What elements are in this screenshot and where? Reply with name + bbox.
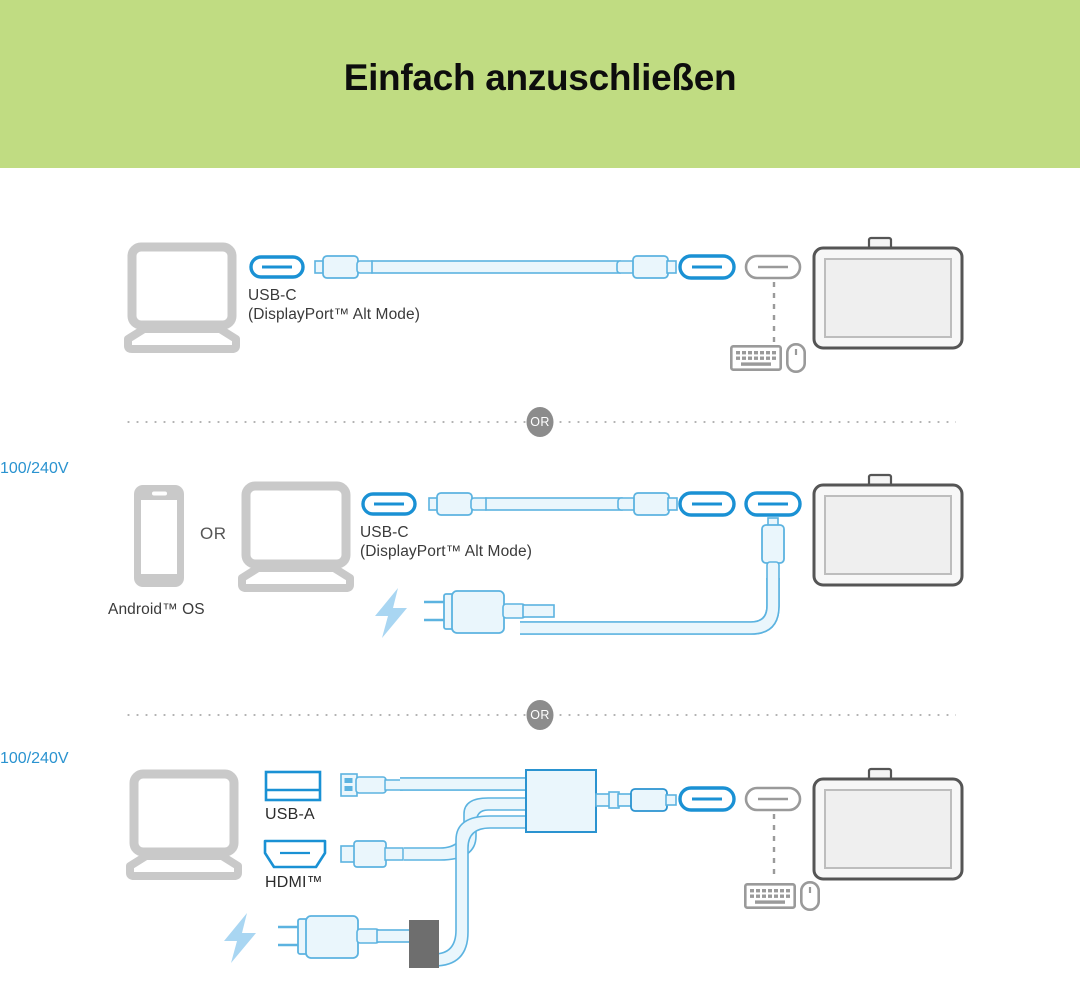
usb-a-plug-icon: [340, 773, 403, 797]
usb-c-connector-left-icon: [314, 255, 376, 279]
laptop-icon: [238, 481, 354, 592]
power-voltage-label: 100/240V: [0, 750, 69, 767]
usb-c-connector-right-icon: [616, 255, 677, 279]
row-hdmi-usb-a: USB-A HDMI™: [0, 750, 1080, 989]
usb-a-label: USB-A: [265, 806, 315, 823]
hdmi-plug-icon: [340, 840, 404, 868]
power-adapter-icon: [278, 915, 411, 959]
usb-c-port-display-active-icon: [678, 254, 736, 280]
usb-c-connector-left-icon: [428, 492, 490, 516]
usb-c-label-line2: (DisplayPort™ Alt Mode): [360, 543, 532, 560]
hdmi-port-icon: [263, 839, 327, 869]
power-junction-block: [409, 920, 439, 968]
mouse-icon: [785, 342, 806, 373]
hub-output-connector-icon: [595, 788, 677, 812]
usb-c-label-line1: USB-C: [360, 524, 409, 541]
row-usb-c-powered: Android™ OS OR USB-C (DisplayPort™ Alt M…: [0, 460, 1080, 690]
usb-c-port-display-active-icon: [678, 786, 736, 812]
peripheral-dotted-link: [772, 814, 776, 880]
source-or-label: OR: [200, 524, 227, 543]
usb-a-port-icon: [264, 770, 322, 802]
usb-c-port-display-power-icon: [744, 491, 802, 517]
lightning-bolt-icon: [375, 588, 407, 638]
usb-c-cable: [371, 260, 621, 274]
hub-cables: [400, 777, 526, 967]
usb-c-label-line1: USB-C: [248, 287, 297, 304]
laptop-icon: [124, 242, 240, 353]
mouse-icon: [799, 880, 820, 911]
usb-c-port-source-icon: [249, 255, 305, 279]
power-adapter-icon: [424, 590, 555, 634]
hdmi-label: HDMI™: [265, 874, 323, 891]
android-os-label: Android™ OS: [108, 601, 205, 618]
keyboard-icon: [743, 882, 797, 909]
pen-display-icon: [812, 473, 964, 587]
usb-c-port-display-inactive-icon: [744, 786, 802, 812]
divider-or-badge: OR: [526, 407, 554, 437]
usb-c-connector-right-icon: [617, 492, 678, 516]
keyboard-icon: [729, 344, 783, 371]
divider-or-badge: OR: [526, 700, 554, 730]
usb-c-port-display-inactive-icon: [744, 254, 802, 280]
usb-c-label-line2: (DisplayPort™ Alt Mode): [248, 306, 420, 323]
divider-or-1: OR: [124, 407, 956, 437]
laptop-icon: [126, 769, 242, 880]
power-voltage-label: 100/240V: [0, 460, 69, 477]
hub-adapter-icon: [525, 769, 597, 833]
pen-display-icon: [812, 236, 964, 350]
page-title: Einfach anzuschließen: [343, 57, 737, 98]
usb-c-port-source-icon: [361, 492, 417, 516]
smartphone-icon: [134, 485, 184, 587]
pen-display-icon: [812, 767, 964, 881]
peripheral-dotted-link: [772, 282, 776, 346]
lightning-bolt-icon: [224, 913, 256, 963]
divider-or-2: OR: [124, 700, 956, 730]
usb-c-cable: [485, 497, 623, 511]
power-cable-route: [520, 578, 780, 635]
usb-c-port-display-active-icon: [678, 491, 736, 517]
header-banner: Einfach anzuschließen: [0, 0, 1080, 168]
row-usb-c-direct: USB-C (DisplayPort™ Alt Mode): [0, 168, 1080, 408]
power-connector-vertical-icon: [761, 517, 785, 583]
